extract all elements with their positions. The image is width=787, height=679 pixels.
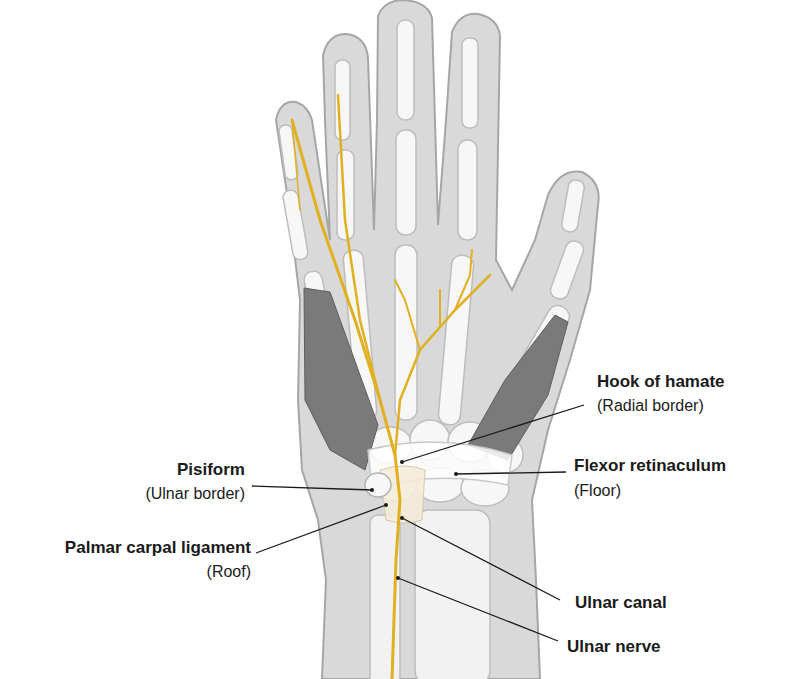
leader-dots: [370, 460, 458, 580]
role-label: (Roof): [207, 563, 251, 581]
radius-bone: [415, 510, 490, 679]
part-label: Ulnar nerve: [567, 637, 661, 657]
pisiform-bone: [365, 473, 391, 497]
thenar-muscle: [468, 315, 568, 460]
role-label: (Ulnar border): [145, 485, 245, 503]
part-label: Hook of hamate: [597, 372, 725, 392]
part-label: Pisiform: [177, 460, 245, 480]
part-label: Flexor retinaculum: [574, 456, 726, 476]
ulnar-nerve: [292, 95, 490, 679]
role-label: (Radial border): [597, 397, 704, 415]
leader-lines: [252, 405, 584, 641]
role-label: (Floor): [574, 482, 621, 500]
part-label: Palmar carpal ligament: [65, 538, 251, 558]
hypothenar-muscle: [304, 288, 378, 470]
part-label: Ulnar canal: [575, 593, 667, 613]
